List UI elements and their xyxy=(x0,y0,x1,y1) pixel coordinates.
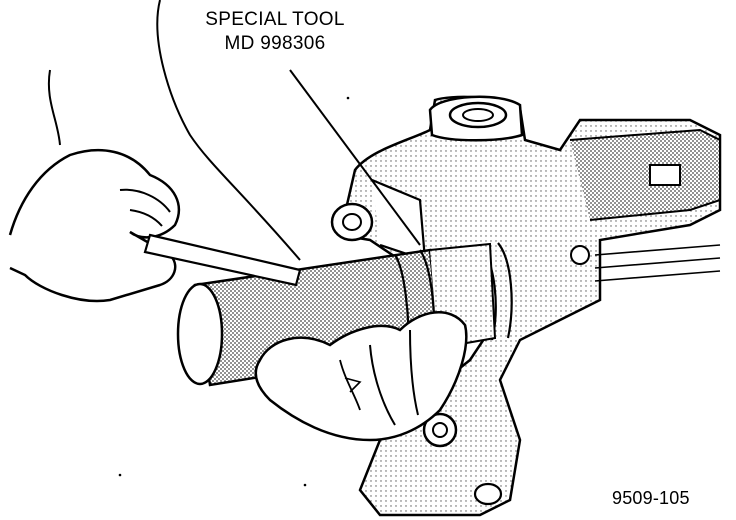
speck xyxy=(118,473,122,477)
lower-hand xyxy=(254,311,468,442)
speck xyxy=(346,96,350,100)
special-tool-callout: SPECIAL TOOL MD 998306 xyxy=(190,8,360,56)
callout-leader-line xyxy=(289,69,421,246)
cuff-outline xyxy=(47,69,61,146)
callout-line-1: SPECIAL TOOL xyxy=(205,9,345,30)
speck xyxy=(303,483,307,487)
upper-hand xyxy=(8,148,302,303)
sleeve-outline xyxy=(156,0,301,261)
callout-line-2: MD 998306 xyxy=(224,33,326,54)
figure-number: 9509-105 xyxy=(612,488,690,508)
